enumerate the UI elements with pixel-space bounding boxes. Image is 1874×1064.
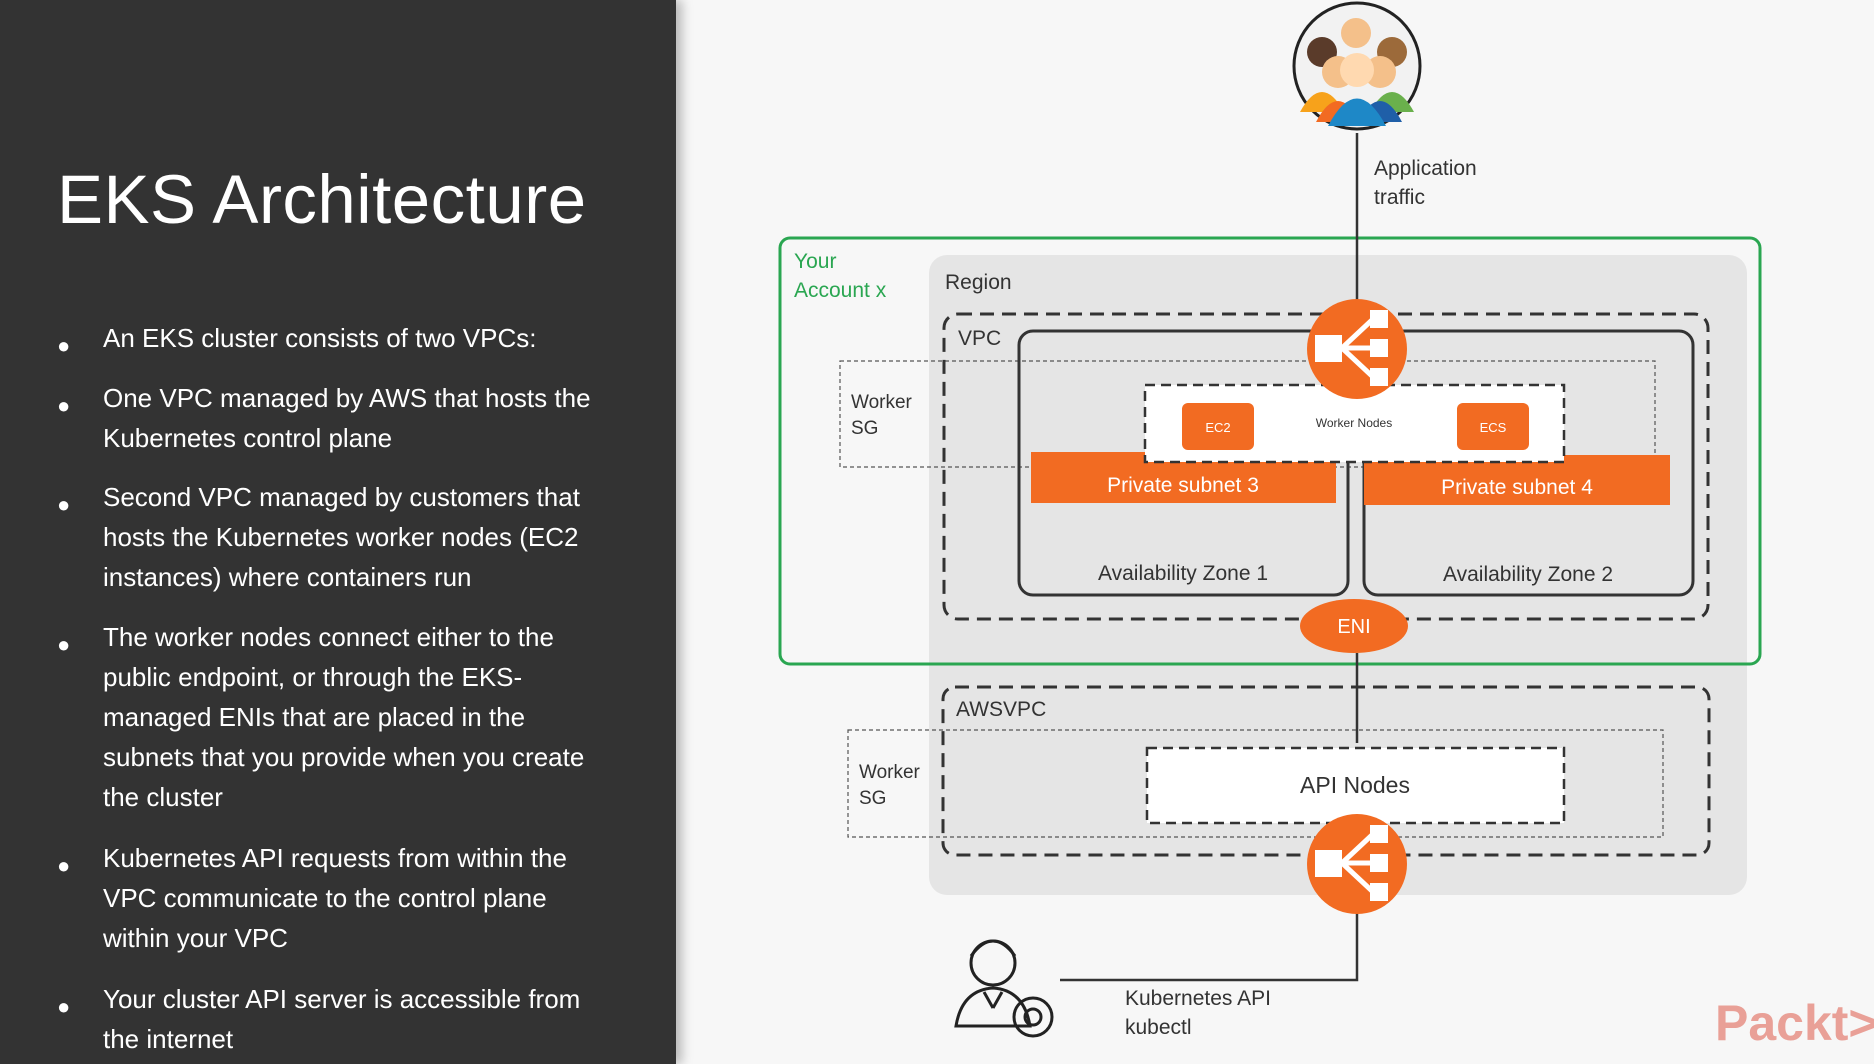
worker-sg-bottom-box — [847, 729, 1664, 838]
worker-sg-top-label-line1: Worker — [851, 392, 913, 413]
kubernetes-api-label-line2: kubectl — [1125, 1016, 1192, 1039]
region-label: Region — [945, 271, 1012, 294]
ec2-label: EC2 — [1205, 420, 1230, 435]
worker-sg-top-box — [839, 360, 1656, 468]
worker-sg-bottom-label-line2: SG — [859, 788, 886, 809]
app-traffic-label-line2: traffic — [1374, 186, 1425, 209]
slide-text-panel: EKS Architecture ● An EKS cluster consis… — [0, 0, 676, 1064]
users-group-icon — [1292, 1, 1422, 131]
private-subnet-4 — [1364, 455, 1670, 505]
bullet-text: An EKS cluster consists of two VPCs: — [103, 323, 537, 353]
awsvpc-label: AWSVPC — [956, 698, 1046, 721]
bullet-dot-icon: ● — [57, 492, 71, 517]
worker-nodes-label: Worker Nodes — [1316, 416, 1392, 430]
bullet-dot-icon: ● — [57, 632, 71, 657]
kubernetes-api-label-line1: Kubernetes API — [1125, 987, 1271, 1010]
availability-zone-2-label: Availability Zone 2 — [1443, 563, 1613, 586]
kubectl-line — [1060, 905, 1359, 982]
ecs-node — [1457, 403, 1529, 450]
bullet-text: Your cluster API server is accessible fr… — [103, 984, 581, 1054]
eni-node — [1300, 599, 1408, 653]
account-label-line2: Account x — [794, 279, 887, 302]
packt-logo: Packt> — [1715, 995, 1874, 1051]
slide-title: EKS Architecture — [57, 161, 587, 238]
bullet-dot-icon: ● — [57, 853, 71, 878]
eni-label: ENI — [1337, 616, 1370, 638]
admin-user-gear-icon — [954, 939, 1054, 1038]
ec2-node — [1182, 403, 1254, 450]
bullet-dot-icon: ● — [57, 994, 71, 1019]
bullet-text: Second VPC managed by customers that hos… — [103, 482, 580, 592]
worker-sg-bottom-label-line1: Worker — [859, 762, 921, 783]
app-traffic-label-line1: Application — [1374, 157, 1477, 180]
account-label-line1: Your — [794, 250, 836, 273]
load-balancer-top-icon — [1307, 299, 1407, 399]
api-nodes-box — [1145, 746, 1566, 825]
private-subnet-3-label: Private subnet 3 — [1107, 474, 1259, 497]
availability-zone-1-label: Availability Zone 1 — [1098, 562, 1268, 585]
api-nodes-label: API Nodes — [1300, 772, 1410, 798]
private-subnet-4-label: Private subnet 4 — [1441, 476, 1593, 499]
bullet-dot-icon: ● — [57, 333, 71, 358]
bullet-text: The worker nodes connect either to the p… — [103, 622, 585, 812]
bullet-dot-icon: ● — [57, 393, 71, 418]
load-balancer-bottom-icon — [1307, 814, 1407, 914]
account-box — [778, 236, 1762, 666]
bullet-text: One VPC managed by AWS that hosts the Ku… — [103, 383, 591, 453]
ecs-label: ECS — [1480, 420, 1507, 435]
vpc-label: VPC — [958, 327, 1001, 350]
bullet-text: Kubernetes API requests from within the … — [103, 843, 567, 953]
worker-sg-top-label-line2: SG — [851, 418, 878, 439]
